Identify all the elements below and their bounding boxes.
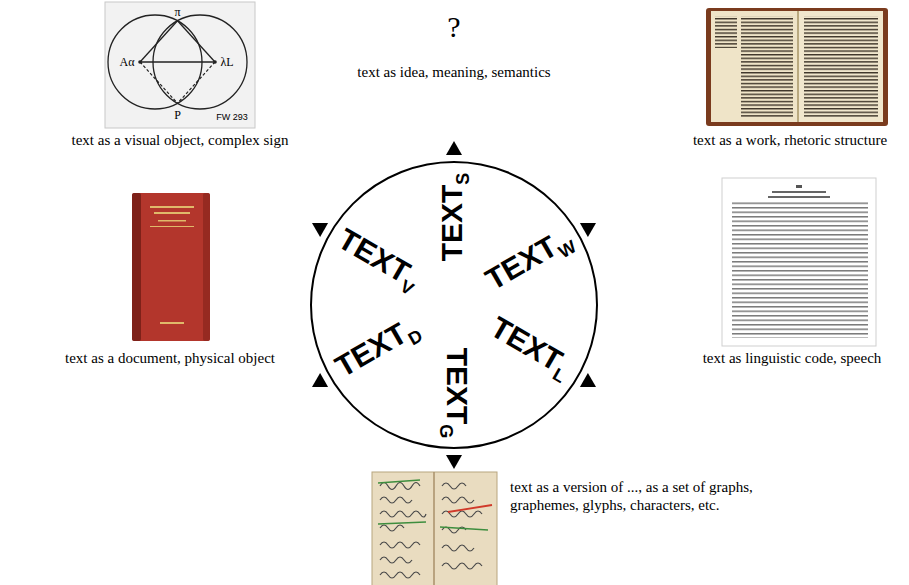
notebook-photo — [378, 522, 426, 524]
notebook-photo — [378, 480, 420, 483]
red-book-photo — [160, 322, 184, 324]
notebook-photo — [380, 511, 426, 517]
caption: text as a document, physical object — [65, 349, 275, 367]
notebook-photo — [380, 497, 412, 503]
open-book-photo — [706, 8, 888, 126]
printed-page-photo — [768, 196, 830, 198]
perspective-word: TEXT — [480, 229, 563, 296]
open-book-photo — [715, 16, 737, 48]
perspective-subscript: S — [453, 173, 473, 185]
red-book-photo — [150, 206, 194, 208]
printed-page-photo — [796, 185, 802, 188]
caption: text as idea, meaning, semantics — [357, 63, 550, 81]
red-book-photo — [132, 193, 141, 341]
open-book-photo — [706, 8, 888, 126]
open-book-photo — [711, 11, 797, 122]
notebook-photo — [380, 525, 404, 531]
notebook-photo — [442, 545, 474, 551]
geometry-figure — [178, 21, 216, 62]
printed-page-photo — [722, 178, 876, 346]
arrowheads — [580, 373, 600, 394]
open-book-photo — [797, 11, 799, 122]
geometry-figure — [213, 60, 217, 64]
notebook-photo — [448, 505, 492, 512]
perspective-word: TEXT — [333, 222, 416, 289]
notebook-photo — [380, 557, 412, 563]
geometry-figure — [140, 21, 178, 62]
perspective-label: TEXTW — [481, 222, 580, 299]
red-book-photo — [154, 212, 190, 214]
arrowheads — [308, 141, 600, 469]
question-mark: ? — [447, 9, 460, 45]
notebook-photo — [442, 483, 466, 489]
notebook-photo — [372, 472, 497, 585]
geometry-figure — [140, 61, 215, 62]
figure-letter: P — [174, 108, 181, 122]
circle-outline — [311, 162, 597, 448]
red-book-photo — [132, 193, 210, 341]
arrowheads — [308, 373, 328, 394]
red-book-photo — [132, 193, 210, 341]
caption: text as a visual object, complex sign — [71, 131, 288, 149]
perspective-label: TEXTS — [437, 173, 472, 262]
notebook-photo — [380, 572, 420, 578]
red-book-photo — [203, 193, 210, 341]
perspective-label: TEXTD — [330, 311, 425, 386]
caption: text as a version of ..., as a set of gr… — [510, 478, 765, 514]
notebook-photo — [442, 563, 482, 569]
geometry-figure — [140, 62, 178, 103]
notebook-photo — [440, 527, 488, 530]
figure-letter: λL — [220, 55, 233, 69]
perspective-label: TEXTV — [331, 224, 425, 299]
red-book-photo — [158, 220, 186, 222]
perspective-label: TEXTL — [483, 312, 576, 386]
geometry-figure — [138, 60, 142, 64]
figure-number: FW 293 — [216, 112, 248, 123]
geometry-figure — [178, 62, 216, 103]
caption: text as a work, rhetoric structure — [693, 131, 887, 149]
arrowheads — [446, 455, 462, 469]
printed-page-photo — [722, 178, 876, 346]
figure-letter: Aα — [120, 55, 135, 69]
geometry-figure — [105, 2, 255, 128]
perspective-word: TEXT — [441, 348, 474, 425]
red-book-photo — [150, 226, 194, 227]
perspective-circle: TEXTSTEXTWTEXTLTEXTGTEXTDTEXTV — [310, 161, 598, 449]
perspective-word: TEXT — [329, 316, 412, 383]
notebook-photo — [372, 472, 497, 585]
arrowheads — [446, 141, 462, 155]
arrowheads — [308, 216, 328, 237]
perspective-label: TEXTG — [437, 348, 472, 439]
open-book-photo — [804, 16, 878, 117]
perspective-word: TEXT — [435, 185, 468, 262]
printed-page-photo — [732, 202, 868, 338]
open-book-photo — [799, 11, 883, 122]
geometry-figure — [105, 2, 255, 128]
notebook-photo — [380, 542, 420, 548]
perspective-subscript: G — [436, 424, 456, 438]
perspective-word: TEXT — [485, 310, 568, 377]
caption: text as linguistic code, speech — [703, 349, 882, 367]
printed-page-photo — [772, 191, 826, 193]
notebook-photo — [433, 472, 435, 585]
arrowheads — [580, 216, 600, 237]
open-book-photo — [741, 16, 793, 117]
notebook-photo — [442, 497, 474, 503]
notebook-photo — [380, 483, 420, 490]
figure-letter: π — [174, 5, 180, 19]
